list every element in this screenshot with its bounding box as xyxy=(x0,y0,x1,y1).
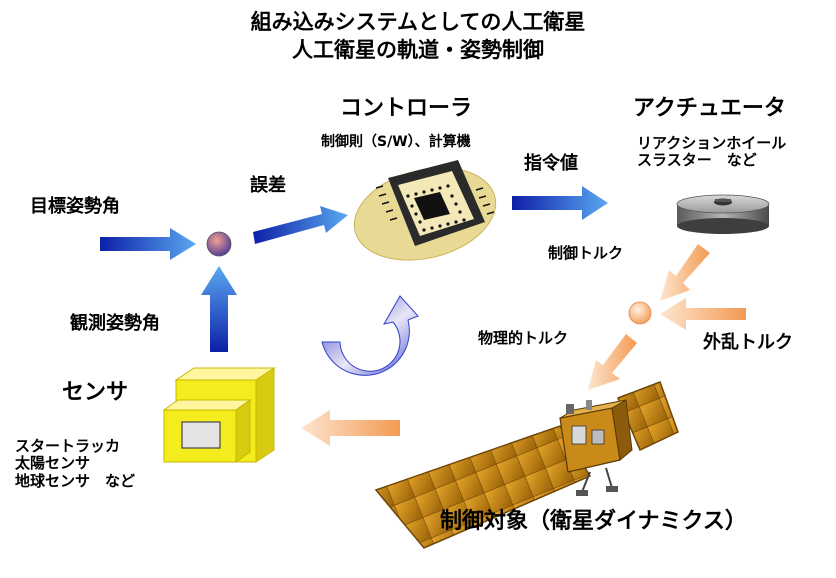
label-control-torque: 制御トルク xyxy=(548,244,624,262)
arrow-disturbance-to-node xyxy=(660,298,746,330)
arrow-controller-to-actuator xyxy=(512,186,608,220)
label-error: 誤差 xyxy=(250,175,286,196)
arrow-plant-to-sensor xyxy=(301,410,400,446)
label-observed-attitude: 観測姿勢角 xyxy=(70,313,160,334)
arrow-error-to-controller xyxy=(253,206,348,244)
reaction-wheel-icon xyxy=(676,194,770,234)
arrow-sensor-to-node xyxy=(201,266,237,352)
title-line-2: 人工衛星の軌道・姿勢制御 xyxy=(292,38,544,62)
label-target-attitude: 目標姿勢角 xyxy=(30,196,120,217)
sensor-subtitle: スタートラッカ 太陽センサ 地球センサ など xyxy=(15,437,136,490)
label-disturbance-torque: 外乱トルク xyxy=(703,332,793,353)
actuator-heading: アクチュエータ xyxy=(633,96,786,121)
actuator-subtitle: リアクションホイール スラスター など xyxy=(637,134,787,170)
title-line-1: 組み込みシステムとしての人工衛星 xyxy=(250,10,586,34)
sensor-box-icon xyxy=(162,367,276,463)
arrow-node-to-plant xyxy=(588,334,637,390)
controller-chip-icon xyxy=(353,160,497,261)
arrow-target-to-node xyxy=(100,228,196,260)
controller-heading: コントローラ xyxy=(340,96,473,121)
label-command-value: 指令値 xyxy=(524,153,578,174)
arrow-actuator-to-torque-node xyxy=(660,244,710,301)
controller-subtitle: 制御則（S/W）、計算機 xyxy=(321,134,471,150)
plant-label: 制御対象（衛星ダイナミクス） xyxy=(440,509,747,534)
torque-summing-node xyxy=(628,301,652,325)
sensor-heading: センサ xyxy=(62,380,129,405)
error-summing-node xyxy=(206,231,232,257)
loop-cycle-icon xyxy=(321,295,419,376)
label-physical-torque: 物理的トルク xyxy=(478,329,569,347)
satellite-icon xyxy=(374,381,679,549)
